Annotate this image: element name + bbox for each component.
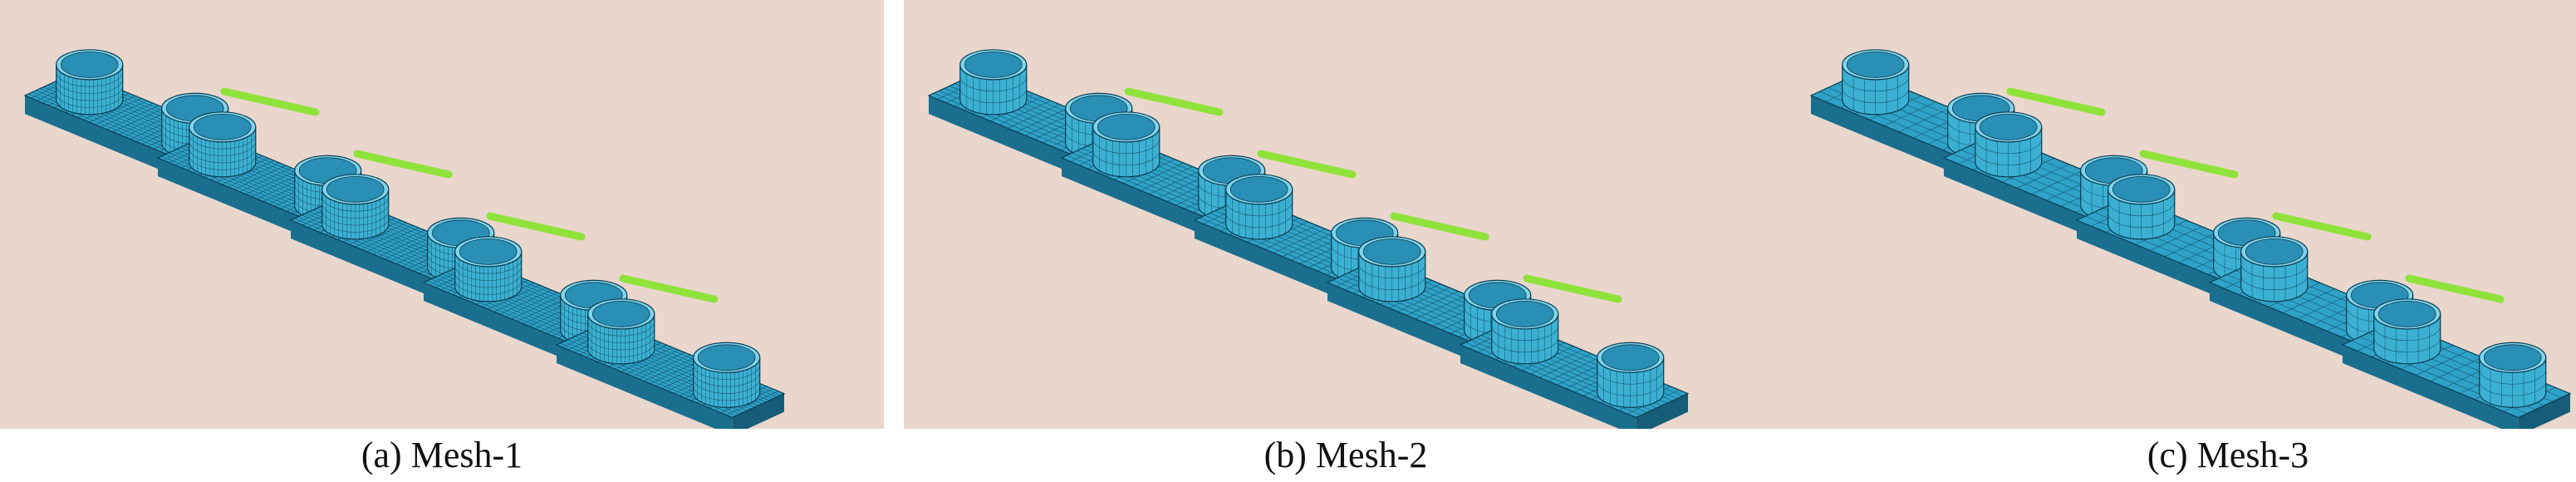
connector-bar xyxy=(1390,212,1489,241)
cylinder-boss xyxy=(1358,236,1426,302)
assembly xyxy=(1809,49,2572,429)
connector-bar xyxy=(619,274,719,303)
mesh-1-render xyxy=(23,49,786,429)
cylinder-boss xyxy=(2240,236,2309,302)
plate-side-face xyxy=(1195,220,1371,312)
connector-bar xyxy=(220,87,320,116)
plate-side-face xyxy=(158,158,334,249)
cylinder-boss xyxy=(454,236,523,302)
cylinder-boss xyxy=(1491,298,1559,365)
connector-bar xyxy=(2405,274,2505,303)
mesh-3-render xyxy=(1809,49,2572,429)
plate-side-face xyxy=(1062,158,1238,249)
plate-side-face xyxy=(557,345,733,429)
cylinder-boss xyxy=(2479,342,2547,408)
connector-bar xyxy=(1523,274,1622,303)
cylinder-boss xyxy=(1092,111,1160,178)
plate-side-face xyxy=(424,283,600,374)
panel-mesh-1 xyxy=(0,0,884,429)
cylinder-boss xyxy=(693,342,761,408)
plate-end-face xyxy=(732,393,784,429)
plate-side-face xyxy=(2210,283,2386,374)
plate-side-face xyxy=(929,96,1105,187)
plate-end-face xyxy=(2518,393,2570,429)
cylinder-boss xyxy=(56,49,124,116)
caption-mesh-3: (c) Mesh-3 xyxy=(2147,435,2309,475)
mesh-2-render xyxy=(927,49,1690,429)
cylinder-boss xyxy=(1842,49,1910,116)
connector-bar xyxy=(1257,150,1357,179)
plate-side-face xyxy=(1944,158,2120,249)
plate-side-face xyxy=(2077,220,2253,312)
connector-bar xyxy=(2272,212,2372,241)
cylinder-boss xyxy=(2107,174,2176,240)
cylinder-boss xyxy=(1975,111,2043,178)
plate-side-face xyxy=(1327,283,1504,374)
cylinder-boss xyxy=(189,111,257,178)
cylinder-boss xyxy=(587,298,655,365)
cylinder-boss xyxy=(321,174,390,240)
assembly xyxy=(23,49,786,429)
caption-mesh-2: (b) Mesh-2 xyxy=(1263,435,1428,475)
connector-bar xyxy=(2006,87,2106,116)
cylinder-boss xyxy=(2373,298,2441,365)
connector-bar xyxy=(1124,87,1224,116)
plate-side-face xyxy=(1811,96,1987,187)
cylinder-boss xyxy=(959,49,1028,116)
plate-side-face xyxy=(291,220,467,312)
cylinder-boss xyxy=(1597,342,1665,408)
caption-mesh-1: (a) Mesh-1 xyxy=(361,435,523,475)
cylinder-boss xyxy=(1225,174,1293,240)
connector-bar xyxy=(2139,150,2239,179)
connector-bar xyxy=(353,150,453,179)
plate-side-face xyxy=(1460,345,1636,429)
plate-side-face xyxy=(25,96,201,187)
connector-bar xyxy=(486,212,586,241)
panel-mesh-3 xyxy=(1786,0,2576,429)
assembly xyxy=(927,49,1690,429)
panel-mesh-2 xyxy=(904,0,1788,429)
plate-side-face xyxy=(2343,345,2519,429)
plate-end-face xyxy=(1636,393,1688,429)
